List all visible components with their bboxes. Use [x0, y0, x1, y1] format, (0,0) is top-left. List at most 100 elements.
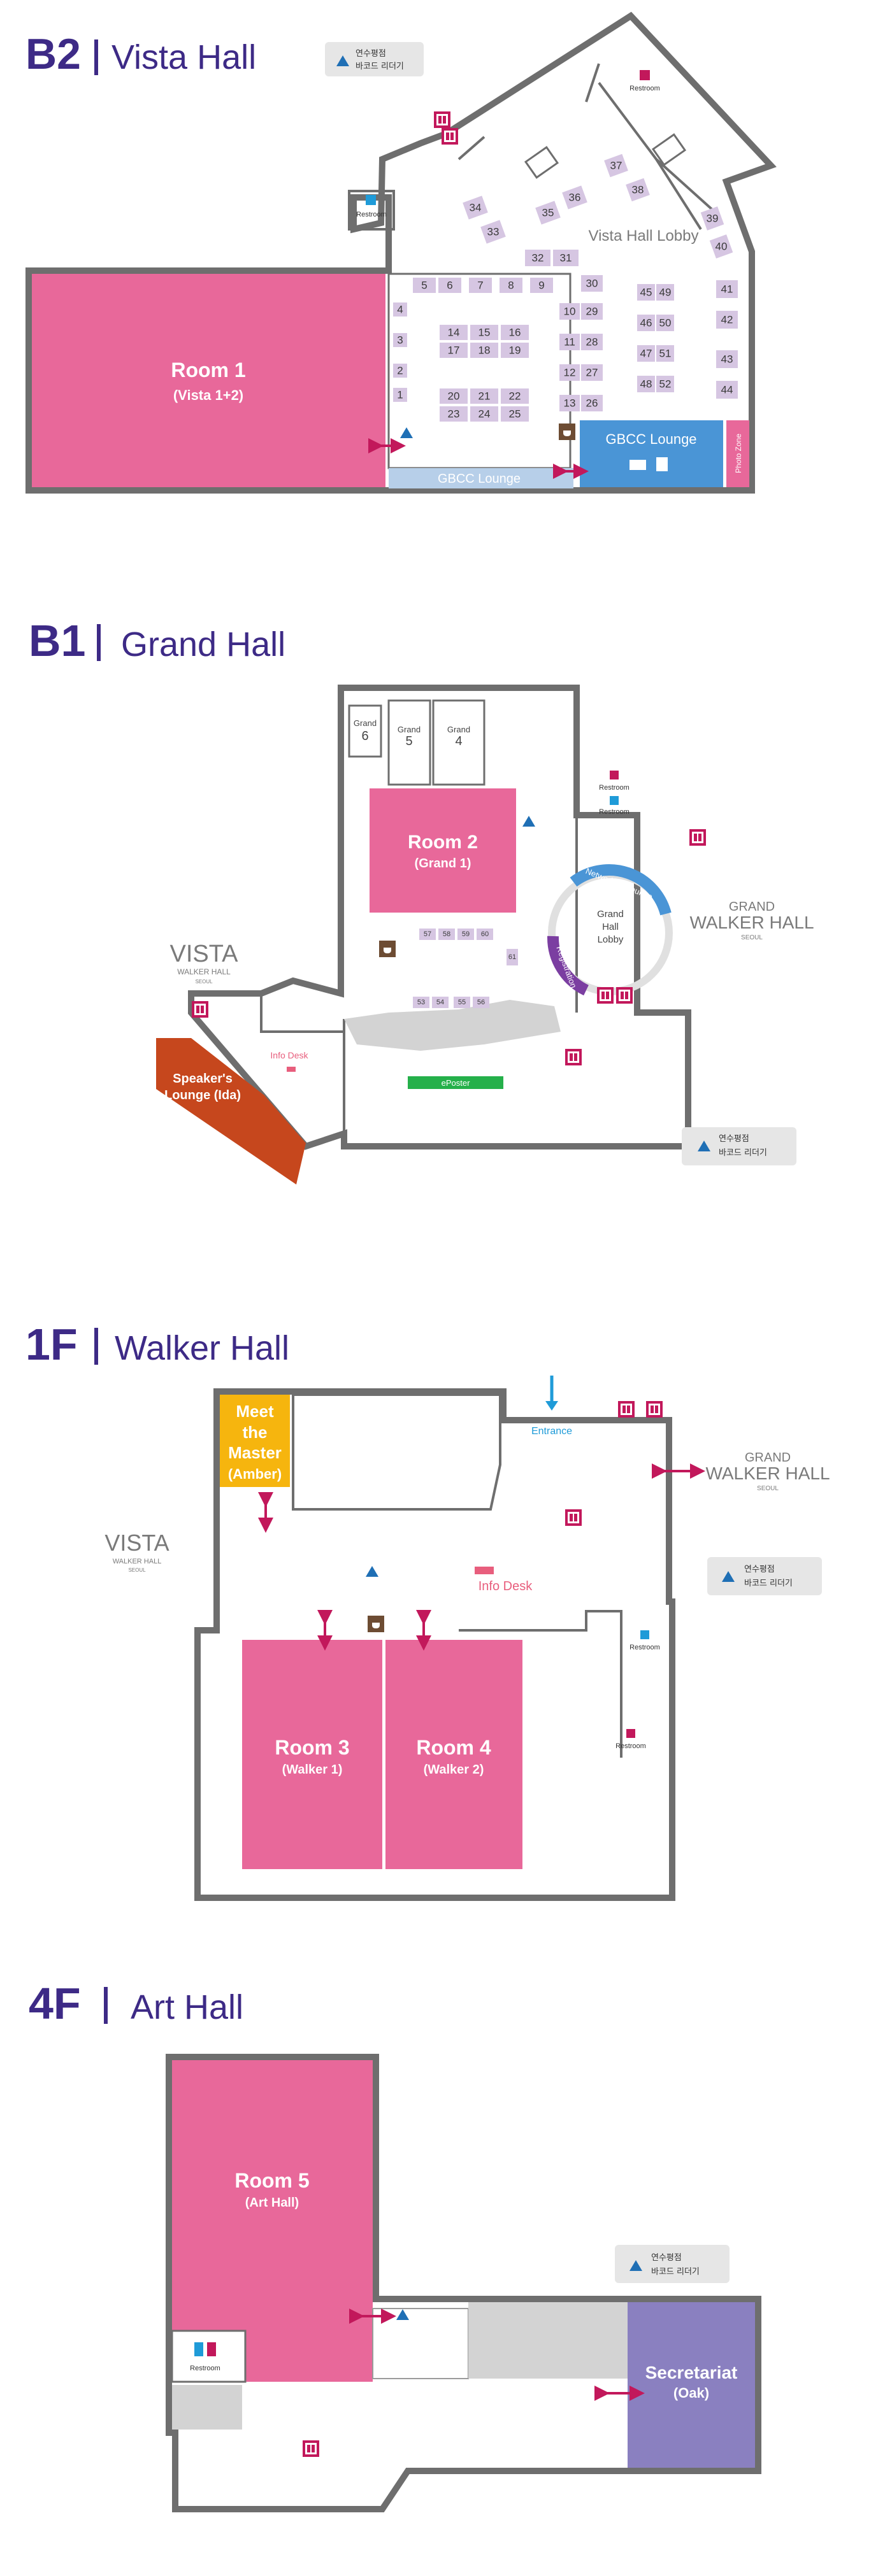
booth[interactable]: 19 — [501, 343, 529, 358]
booth[interactable]: 3 — [393, 333, 407, 347]
booth[interactable]: 30 — [581, 275, 603, 292]
svg-text:Speaker's: Speaker's — [173, 1072, 233, 1086]
booth[interactable]: 50 — [656, 315, 674, 331]
booth[interactable]: 57 — [419, 929, 436, 940]
b2-photo-zone[interactable] — [726, 420, 749, 487]
booth[interactable]: 14 — [440, 325, 468, 340]
b1-networking-lounge[interactable] — [570, 864, 672, 916]
booth[interactable]: 29 — [581, 303, 603, 320]
b1-room-2[interactable] — [370, 788, 516, 913]
booth[interactable]: 5 — [413, 278, 436, 293]
booth[interactable]: 4 — [393, 302, 407, 317]
booth[interactable]: 49 — [656, 284, 674, 301]
b1-speakers-lounge[interactable] — [156, 1038, 306, 1185]
booth[interactable]: 54 — [432, 997, 449, 1008]
booth[interactable]: 18 — [470, 343, 498, 358]
1f-room-4[interactable] — [385, 1640, 522, 1869]
booth[interactable]: 15 — [470, 325, 498, 340]
booth[interactable]: 9 — [530, 278, 553, 293]
svg-text:12: 12 — [564, 367, 576, 379]
booth[interactable]: 47 — [637, 345, 655, 362]
svg-text:17: 17 — [448, 345, 460, 357]
b1-eposter[interactable] — [408, 1076, 503, 1089]
svg-text:Restroom: Restroom — [629, 1644, 660, 1651]
booth[interactable]: 20 — [440, 388, 468, 404]
booth[interactable]: 23 — [440, 406, 468, 422]
svg-text:(Amber): (Amber) — [228, 1466, 282, 1482]
svg-text:59: 59 — [462, 930, 470, 938]
svg-text:연수평점: 연수평점 — [744, 1565, 775, 1574]
booth[interactable]: 24 — [470, 406, 498, 422]
booth[interactable]: 1 — [393, 388, 407, 402]
booth[interactable]: 10 — [559, 303, 580, 320]
booth[interactable]: 22 — [501, 388, 529, 404]
booth[interactable]: 11 — [559, 334, 580, 350]
booth[interactable]: 42 — [716, 311, 738, 329]
booth[interactable]: 59 — [457, 929, 474, 940]
booth[interactable]: 40 — [709, 234, 733, 259]
booth[interactable]: 8 — [500, 278, 522, 293]
b1-registration[interactable] — [547, 936, 589, 996]
booth[interactable]: 43 — [716, 350, 738, 368]
booth[interactable]: 52 — [656, 376, 674, 392]
booth[interactable]: 61 — [507, 949, 518, 965]
4f-secretariat[interactable] — [628, 2302, 755, 2468]
floor-divider-b2 — [94, 39, 98, 75]
booth[interactable]: 46 — [637, 315, 655, 331]
booth[interactable]: 26 — [581, 395, 603, 411]
booth[interactable]: 36 — [562, 185, 587, 210]
booth[interactable]: 21 — [470, 388, 498, 404]
booth[interactable]: 41 — [716, 280, 738, 298]
booth[interactable]: 17 — [440, 343, 468, 358]
b2-gbcc-lounge[interactable] — [580, 420, 723, 487]
booth[interactable]: 60 — [477, 929, 493, 940]
booth[interactable]: 31 — [553, 250, 579, 266]
booth[interactable]: 45 — [637, 284, 655, 301]
booth[interactable]: 6 — [438, 278, 461, 293]
booth[interactable]: 16 — [501, 325, 529, 340]
b1-info-desk[interactable]: Info Desk — [270, 1050, 308, 1060]
booth[interactable]: 12 — [559, 364, 580, 381]
svg-text:1: 1 — [397, 389, 403, 401]
svg-text:10: 10 — [564, 306, 576, 318]
svg-text:ePoster: ePoster — [442, 1078, 470, 1088]
booth[interactable]: 44 — [716, 381, 738, 399]
booth[interactable]: 13 — [559, 395, 580, 411]
b2-room-1[interactable] — [32, 274, 385, 487]
booth[interactable]: 48 — [637, 376, 655, 392]
svg-text:40: 40 — [716, 241, 728, 253]
1f-room-3[interactable] — [242, 1640, 382, 1869]
booth[interactable]: 51 — [656, 345, 674, 362]
1f-meet-the-master[interactable] — [220, 1395, 290, 1487]
booth[interactable]: 27 — [581, 364, 603, 381]
svg-text:53: 53 — [417, 999, 425, 1006]
booth[interactable]: 7 — [469, 278, 492, 293]
booth[interactable]: 37 — [604, 153, 628, 178]
booth[interactable]: 2 — [393, 364, 407, 378]
svg-text:연수평점: 연수평점 — [719, 1134, 749, 1144]
svg-text:바코드 리더기: 바코드 리더기 — [719, 1148, 767, 1158]
laptop-icon — [629, 460, 646, 470]
booth[interactable]: 58 — [438, 929, 455, 940]
1f-entrance[interactable]: Entrance — [531, 1426, 572, 1437]
booth[interactable]: 35 — [535, 201, 561, 225]
b1-grand-5[interactable] — [387, 699, 431, 786]
4f-room-5[interactable] — [172, 2060, 373, 2382]
booth[interactable]: 34 — [463, 196, 488, 220]
booth[interactable]: 32 — [525, 250, 550, 266]
svg-text:16: 16 — [509, 327, 521, 339]
booth[interactable]: 28 — [581, 334, 603, 350]
b1-grand-4[interactable] — [432, 699, 486, 786]
booth[interactable]: 38 — [626, 178, 650, 202]
booth[interactable]: 55 — [454, 997, 470, 1008]
1f-info-desk[interactable]: Info Desk — [478, 1579, 533, 1593]
b2-lounge-strip[interactable] — [389, 468, 573, 488]
booth[interactable]: 53 — [413, 997, 429, 1008]
booth[interactable]: 25 — [501, 406, 529, 422]
booth[interactable]: 39 — [700, 206, 724, 231]
floor-code-b2: B2 — [25, 30, 81, 78]
booth[interactable]: 56 — [473, 997, 489, 1008]
elevator-icon — [565, 1509, 582, 1526]
booth[interactable]: 33 — [480, 220, 506, 244]
b1-grand-6[interactable] — [348, 704, 382, 758]
